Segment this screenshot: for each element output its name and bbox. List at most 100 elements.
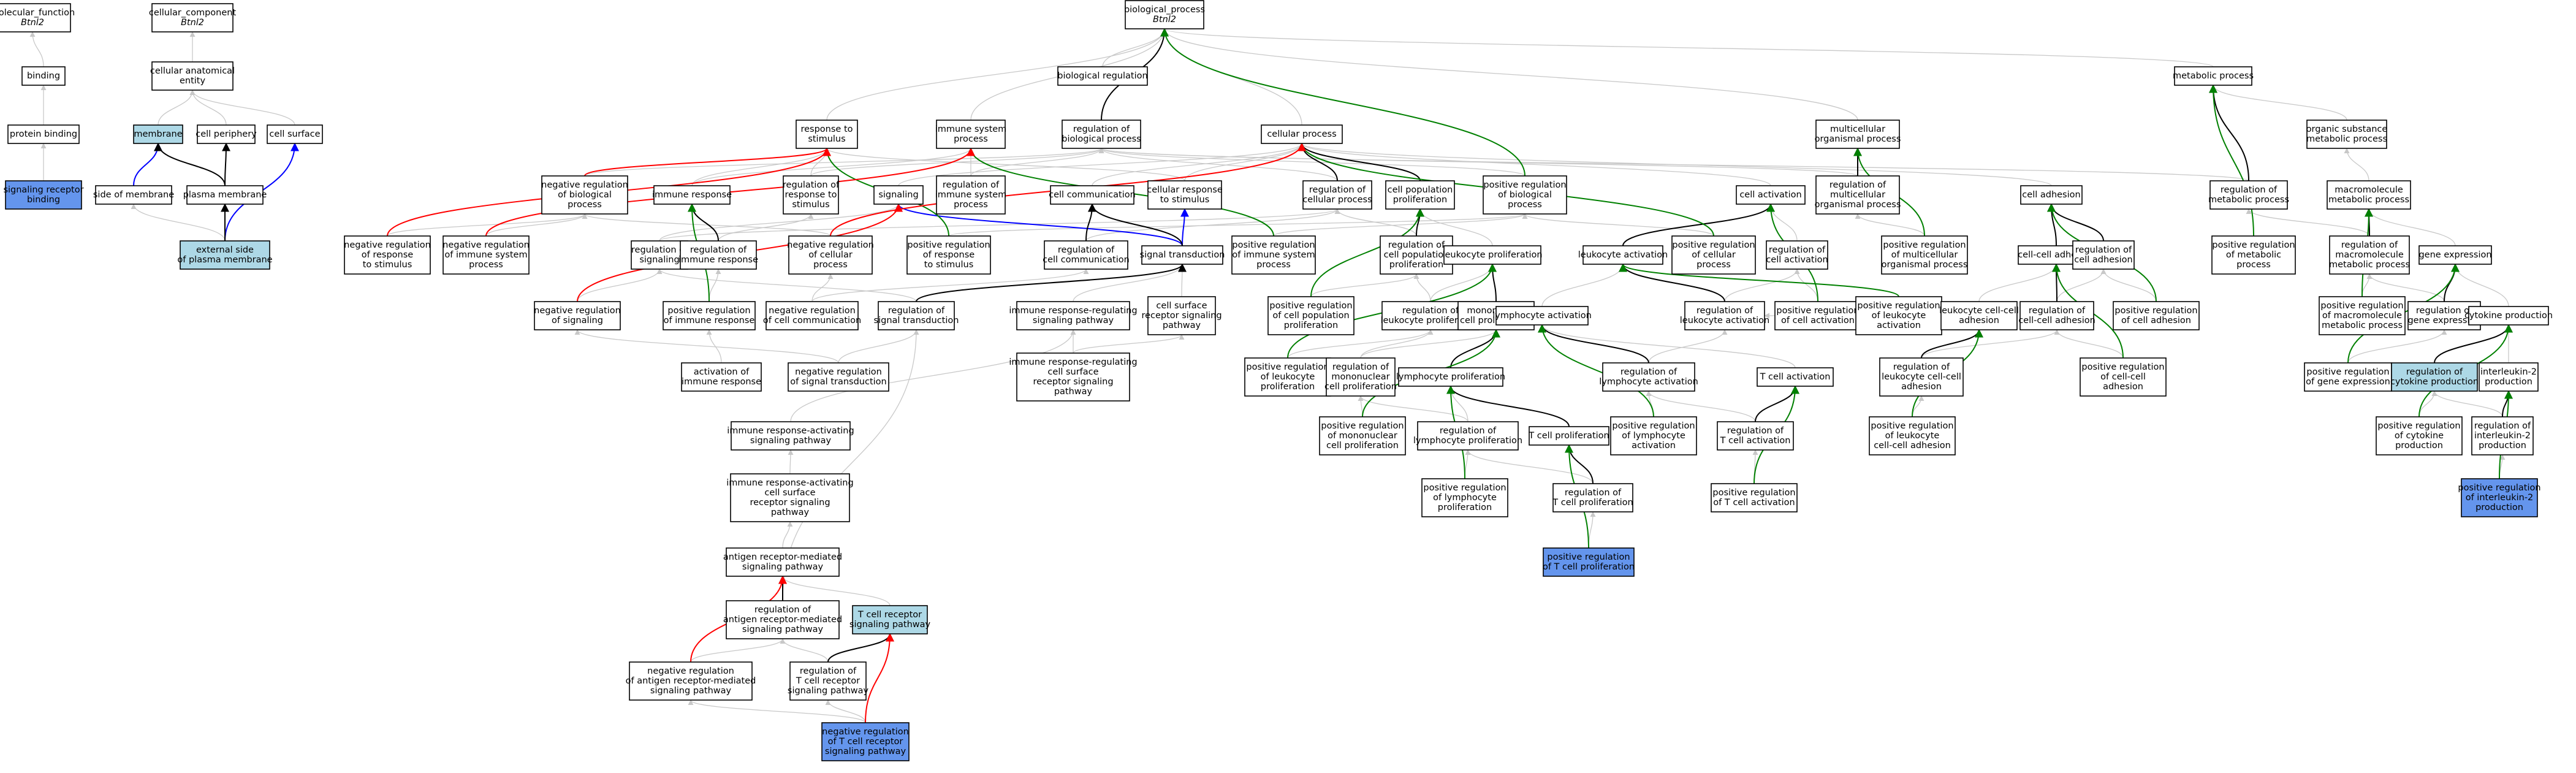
go-term-node-protbind[interactable]: protein binding xyxy=(7,124,80,144)
go-term-node-leukact[interactable]: leukocyte activation xyxy=(1578,245,1668,265)
go-term-node-lymphact[interactable]: lymphocyte activation xyxy=(1492,306,1592,326)
go-term-node-membrane[interactable]: membrane xyxy=(133,124,183,144)
go-term-node-cellcomm[interactable]: cell communication xyxy=(1049,185,1136,205)
go-term-node-tcellact[interactable]: T cell activation xyxy=(1757,367,1834,387)
go-term-node-cellproc[interactable]: cellular process xyxy=(1261,124,1343,144)
go-term-node-plasmamem[interactable]: plasma membrane xyxy=(183,185,267,205)
go-term-node-sigtrans[interactable]: signal transduction xyxy=(1140,245,1225,265)
go-term-node-leukprolif[interactable]: leukocyte proliferation xyxy=(1442,245,1543,265)
go-term-node-metab[interactable]: metabolic process xyxy=(2173,66,2254,86)
go-term-node-sidemem[interactable]: side of membrane xyxy=(93,185,174,205)
go-term-node-cytoprod[interactable]: cytokine production xyxy=(2464,306,2553,326)
go-term-node-immresp[interactable]: immune response xyxy=(652,185,732,205)
go-term-node-regtcellprolif[interactable]: regulation ofT cell proliferation xyxy=(1552,483,1633,512)
go-term-node-celladh[interactable]: cell adhesion xyxy=(2020,185,2083,205)
go-term-node-tcellprolif[interactable]: T cell proliferation xyxy=(1528,426,1609,446)
go-term-node-lymphprolif[interactable]: lymphocyte proliferation xyxy=(1396,367,1505,387)
go-term-node-bioreg[interactable]: biological regulation xyxy=(1057,66,1148,86)
go-term-node-geneexpr[interactable]: gene expression xyxy=(2418,245,2492,265)
go-term-node-binding[interactable]: binding xyxy=(21,66,66,86)
go-term-node-signaling[interactable]: signaling xyxy=(873,185,924,205)
